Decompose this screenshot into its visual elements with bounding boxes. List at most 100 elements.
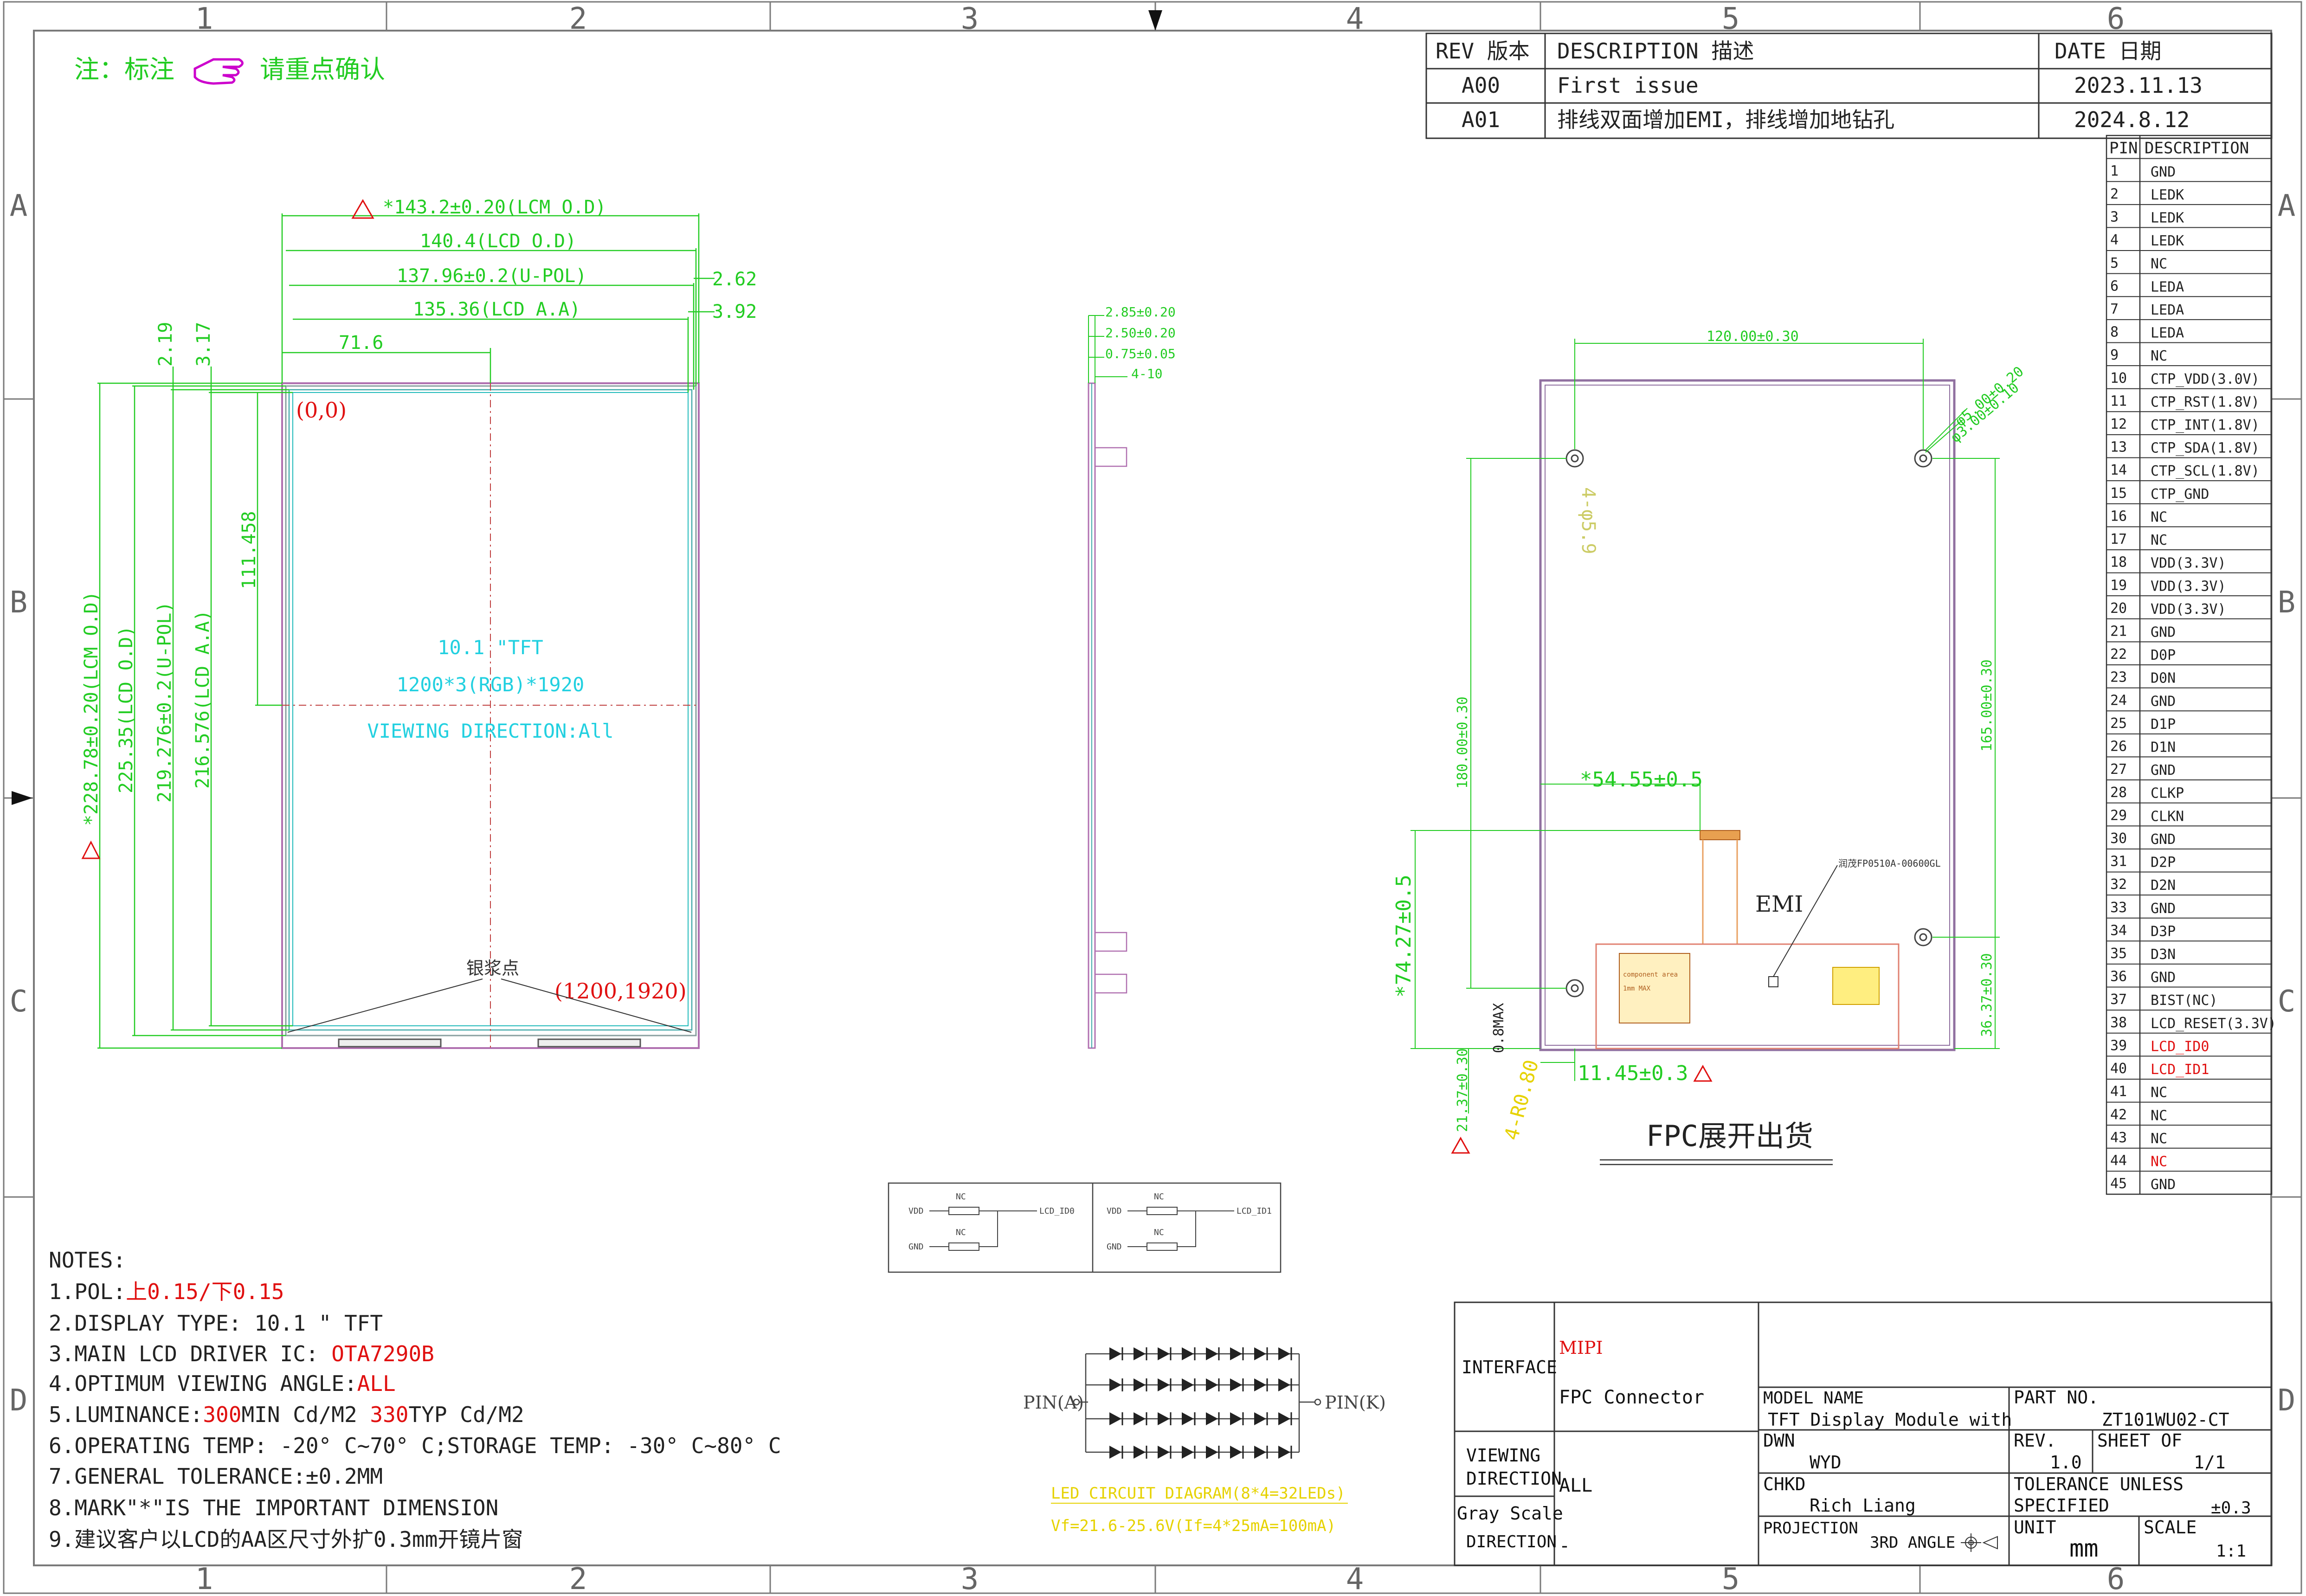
led-diode-icon <box>1278 1378 1290 1391</box>
pin-number: 32 <box>2110 876 2127 893</box>
note-item: 3.MAIN LCD DRIVER IC: OTA7290B <box>49 1341 434 1366</box>
pin-description: NC <box>2151 532 2167 548</box>
led-diode-icon <box>1182 1446 1194 1459</box>
pin-description: VDD(3.3V) <box>2151 601 2226 618</box>
pin-k-label: PIN(K) <box>1325 1392 1386 1413</box>
led-diode-icon <box>1182 1347 1194 1360</box>
pin-description: D3N <box>2151 946 2176 963</box>
pin-number: 15 <box>2110 485 2127 502</box>
row-label-left: A <box>10 189 28 223</box>
desc-cell: 排线双面增加EMI，排线增加地钻孔 <box>1557 107 1894 132</box>
pin-number: 45 <box>2110 1176 2127 1192</box>
part-no-label: PART NO. <box>2014 1387 2099 1408</box>
dim-side-2: 3.92 <box>712 301 757 322</box>
led-diode-icon <box>1109 1446 1121 1459</box>
back-view: component area 1mm MAX 润茂FP0510A-00600GL… <box>1392 328 2027 1165</box>
led-diode-icon <box>1230 1347 1242 1360</box>
led-diode-icon <box>1134 1412 1146 1425</box>
model-name: TFT Display Module with <box>1768 1409 2012 1430</box>
dwn-label: DWN <box>1763 1430 1795 1451</box>
pin-description: LEDA <box>2151 302 2184 318</box>
led-diode-icon <box>1134 1347 1146 1360</box>
dim-upol-v: 219.276±0.2(U-POL) <box>154 602 175 803</box>
dwn-value: WYD <box>1810 1452 1842 1473</box>
col-label-bottom: 6 <box>2107 1562 2125 1596</box>
pin-number: 36 <box>2110 969 2127 985</box>
nc-label: NC <box>956 1192 966 1202</box>
rev-value: 1.0 <box>2050 1452 2082 1473</box>
date-cell: 2024.8.12 <box>2074 107 2190 132</box>
pin-number: 21 <box>2110 623 2127 639</box>
pin-number: 17 <box>2110 531 2127 547</box>
revision-table: REV 版本 DESCRIPTION 描述 DATE 日期 A00 First … <box>1425 32 2273 139</box>
projection-label: PROJECTION <box>1763 1519 1858 1538</box>
tolerance-value: ±0.3 <box>2211 1499 2251 1518</box>
notes-title: NOTES: <box>49 1248 126 1273</box>
pin-number: 14 <box>2110 462 2127 478</box>
dim-lcd-od-v: 225.35(LCD O.D) <box>116 626 137 793</box>
desc-header: DESCRIPTION 描述 <box>1557 39 1754 64</box>
pin-description: NC <box>2151 256 2167 272</box>
col-label-top: 2 <box>569 2 587 36</box>
led-diode-icon <box>1254 1378 1266 1391</box>
pin-number: 9 <box>2110 347 2119 363</box>
pin-number: 7 <box>2110 301 2119 317</box>
pin-number: 43 <box>2110 1130 2127 1146</box>
back-dim-radius: 4-R0.80 <box>1500 1057 1543 1143</box>
note-item: 2.DISPLAY TYPE: 10.1 " TFT <box>49 1311 383 1336</box>
pin-description: GND <box>2151 901 2176 917</box>
pin-description: NC <box>2151 509 2167 525</box>
pin-number: 22 <box>2110 646 2127 663</box>
col-label-bottom: 4 <box>1346 1562 1364 1596</box>
back-dim-fpc-offset: 21.37±0.30 <box>1455 1048 1471 1132</box>
pin-number: 42 <box>2110 1107 2127 1123</box>
back-dim-hole-count: 4-φ5.9 <box>1578 487 1599 554</box>
led-diagram-title: LED CIRCUIT DIAGRAM(8*4=32LEDs) <box>1051 1484 1346 1503</box>
rev-header: REV 版本 <box>1436 39 1530 64</box>
led-diode-icon <box>1254 1446 1266 1459</box>
id1-label: LCD_ID1 <box>1237 1206 1272 1216</box>
pin-description: NC <box>2151 348 2167 364</box>
pin-number: 44 <box>2110 1152 2127 1169</box>
component-area-label: component area <box>1623 971 1678 978</box>
pin-number: 40 <box>2110 1061 2127 1077</box>
pin-number: 3 <box>2110 209 2119 225</box>
row-label-right: B <box>2278 586 2296 620</box>
pin-description: CTP_SCL(1.8V) <box>2151 463 2260 479</box>
active-area <box>292 392 689 1026</box>
resolution-label: 1200*3(RGB)*1920 <box>397 673 585 696</box>
col-label-bottom: 5 <box>1722 1562 1740 1596</box>
pin-description: GND <box>2151 164 2176 180</box>
pin-description: GND <box>2151 693 2176 709</box>
led-diode-icon <box>1278 1412 1290 1425</box>
back-dim-height: 180.00±0.30 <box>1455 696 1471 789</box>
header-note: 注：标注 请重点确认 <box>74 55 385 85</box>
pin-description: NC <box>2151 1153 2167 1170</box>
col-label-top: 3 <box>961 2 979 36</box>
led-rows <box>1086 1347 1299 1459</box>
viewing-label: VIEWING <box>1466 1445 1540 1466</box>
pin-number: 19 <box>2110 577 2127 593</box>
date-header: DATE 日期 <box>2055 39 2161 64</box>
note-item: 5.LUMINANCE:300MIN Cd/M2 330TYP Cd/M2 <box>49 1402 524 1427</box>
led-diode-icon <box>1230 1378 1242 1391</box>
note-item: 1.POL:上0.15/下0.15 <box>49 1279 284 1304</box>
pin-description: LEDK <box>2151 187 2184 203</box>
pin-number: 39 <box>2110 1037 2127 1054</box>
pin-description: D2P <box>2151 855 2176 871</box>
pin-number: 2 <box>2110 186 2119 202</box>
grayscale-label: Gray Scale <box>1457 1503 1563 1524</box>
led-diode-icon <box>1230 1446 1242 1459</box>
pin-description: CLKP <box>2151 785 2184 802</box>
side-view: 2.85±0.20 2.50±0.20 0.75±0.05 4-10 <box>1088 304 1176 1049</box>
warning-triangle-icon <box>1451 1064 1713 1154</box>
back-dim-fpc-x: *54.55±0.5 <box>1580 768 1703 792</box>
pin-description: LEDA <box>2151 279 2184 295</box>
scale-label: SCALE <box>2144 1517 2196 1538</box>
pin-number: 23 <box>2110 669 2127 686</box>
pin-description: GND <box>2151 1177 2176 1193</box>
description-header: DESCRIPTION <box>2145 139 2249 158</box>
pin-description: D2N <box>2151 877 2176 894</box>
note-item: 9.建议客户以LCD的AA区尺寸外扩0.3mm开镜片窗 <box>49 1527 523 1552</box>
